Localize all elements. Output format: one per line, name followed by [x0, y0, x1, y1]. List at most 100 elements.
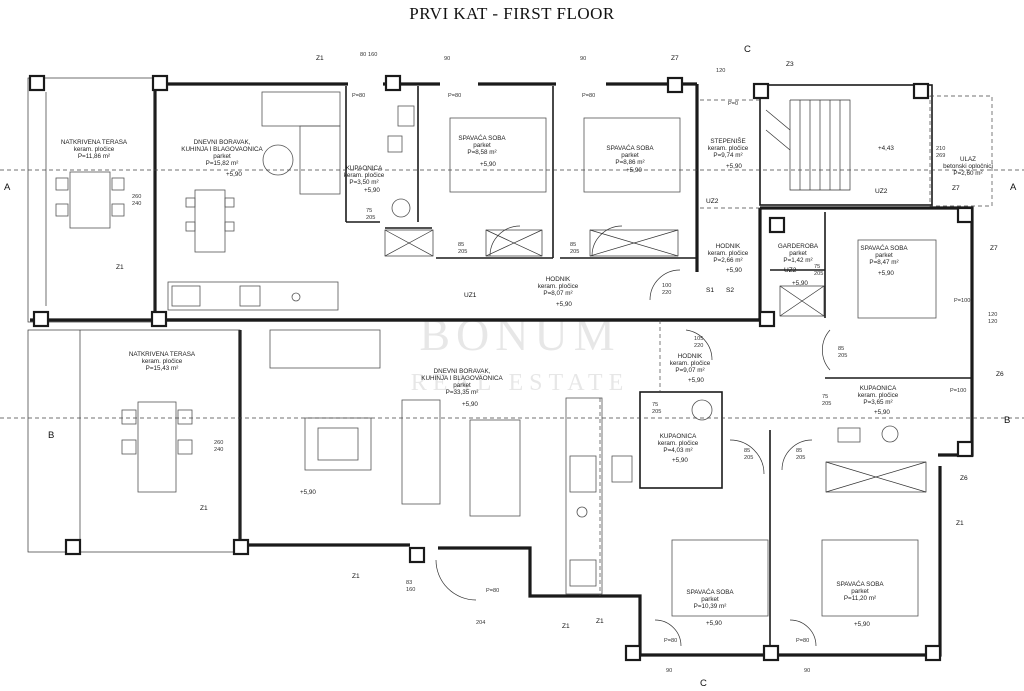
svg-text:A: A [1010, 182, 1017, 193]
svg-text:Z1: Z1 [956, 520, 964, 527]
svg-text:160: 160 [406, 587, 415, 593]
element-tags: Z1 Z7 Z3 Z1 UZ1 UZ2 UZ2 Z7 Z7 UZ2 S1 S2 … [116, 55, 1004, 630]
svg-text:B: B [48, 430, 54, 441]
svg-text:P=1,42 m²: P=1,42 m² [783, 257, 812, 264]
svg-text:205: 205 [366, 215, 375, 221]
svg-text:HODNIK: HODNIK [546, 276, 571, 283]
svg-text:240: 240 [132, 201, 141, 207]
svg-text:75: 75 [366, 208, 372, 214]
room-soba-3: SPAVAĆA SOBA parket P=8,47 m² +5,90 [860, 243, 908, 277]
svg-text:keram. pločice: keram. pločice [858, 392, 899, 399]
table-round-top [262, 144, 294, 176]
svg-text:keram. pločice: keram. pločice [658, 440, 699, 447]
room-garderoba: GARDEROBA parket P=1,42 m² +5,90 [778, 243, 819, 287]
svg-text:keram. pločice: keram. pločice [344, 172, 385, 179]
svg-text:P=9,07 m²: P=9,07 m² [675, 367, 704, 374]
dining-table-lower [469, 419, 521, 517]
svg-text:S1: S1 [706, 287, 714, 294]
svg-text:P=80: P=80 [796, 638, 809, 644]
svg-text:SPAVAĆA SOBA: SPAVAĆA SOBA [686, 587, 734, 596]
kitchen-counter-top [167, 281, 339, 311]
bed-room1 [449, 117, 547, 193]
room-terasa-2: NATKRIVENA TERASA keram. pločice P=15,43… [129, 351, 196, 372]
svg-text:betonski opločnici: betonski opločnici [943, 163, 993, 170]
svg-text:Z7: Z7 [671, 55, 679, 62]
svg-text:+5,90: +5,90 [874, 409, 890, 416]
svg-text:parket: parket [851, 588, 869, 595]
svg-text:P=8,86 m²: P=8,86 m² [615, 159, 644, 166]
wall-right-upper [760, 206, 974, 457]
svg-text:Z1: Z1 [352, 573, 360, 580]
svg-text:+5,90: +5,90 [726, 163, 742, 170]
svg-text:NATKRIVENA TERASA: NATKRIVENA TERASA [61, 139, 128, 146]
svg-text:parket: parket [789, 250, 807, 257]
svg-text:P=3,50 m²: P=3,50 m² [349, 179, 378, 186]
svg-text:C: C [744, 44, 751, 55]
svg-text:260: 260 [214, 440, 223, 446]
wardrobe-2 [485, 229, 543, 257]
room-boravak-2: DNEVNI BORAVAK, KUHINJA I BLAGOVAONICA p… [421, 368, 503, 408]
svg-text:+5,90: +5,90 [878, 270, 894, 277]
watermark-line1: BONUM [419, 309, 620, 360]
svg-text:105: 105 [694, 336, 703, 342]
bed-room5 [821, 539, 919, 617]
terrace-table-lower [137, 401, 177, 493]
svg-text:75: 75 [814, 264, 820, 270]
svg-text:P=100: P=100 [954, 298, 970, 304]
svg-text:P=10,39 m²: P=10,39 m² [694, 603, 727, 610]
room-kupaonica-1: KUPAONICA keram. pločice P=3,50 m² +5,90 [344, 165, 385, 194]
svg-text:220: 220 [662, 290, 671, 296]
svg-text:90: 90 [580, 56, 586, 62]
svg-text:SPAVAĆA SOBA: SPAVAĆA SOBA [836, 579, 884, 588]
room-stepenise: STEPENIŠE keram. pločice P=9,74 m² +5,90 [708, 136, 749, 170]
svg-text:P=0: P=0 [728, 101, 738, 107]
svg-text:+5,90: +5,90 [726, 267, 742, 274]
svg-text:205: 205 [744, 455, 753, 461]
svg-text:Z7: Z7 [952, 185, 960, 192]
svg-text:KUHINJA I BLAGOVAONICA: KUHINJA I BLAGOVAONICA [181, 146, 263, 153]
kitchen-counter-lower [565, 397, 603, 595]
svg-text:UZ2: UZ2 [706, 198, 719, 205]
svg-text:205: 205 [570, 249, 579, 255]
bed-room4 [671, 539, 769, 617]
svg-text:220: 220 [694, 343, 703, 349]
svg-text:+5,90: +5,90 [688, 377, 704, 384]
svg-text:120: 120 [988, 319, 997, 325]
svg-text:ULAZ: ULAZ [960, 156, 976, 163]
svg-text:P=2,66 m²: P=2,66 m² [713, 257, 742, 264]
room-hodnik-1: HODNIK keram. pločice P=8,07 m² +5,90 [538, 276, 579, 308]
svg-text:+5,90: +5,90 [556, 301, 572, 308]
svg-text:P=80: P=80 [582, 93, 595, 99]
svg-text:Z1: Z1 [596, 618, 604, 625]
svg-text:+5,90: +5,90 [226, 171, 242, 178]
svg-text:SPAVAĆA SOBA: SPAVAĆA SOBA [860, 243, 908, 252]
svg-text:S2: S2 [726, 287, 734, 294]
svg-text:85: 85 [744, 448, 750, 454]
sofa-top [261, 91, 341, 127]
svg-text:Z3: Z3 [786, 61, 794, 68]
svg-text:KUPAONICA: KUPAONICA [860, 385, 897, 392]
svg-text:KUPAONICA: KUPAONICA [346, 165, 383, 172]
dimension-labels: P=80 P=80 P=80 P=0 80 160 90 90 120 260 … [132, 52, 997, 674]
svg-text:Z6: Z6 [996, 371, 1004, 378]
axis-markers: A A B B C C [0, 44, 1024, 689]
svg-text:100: 100 [662, 283, 671, 289]
svg-text:P=15,82 m²: P=15,82 m² [206, 160, 239, 167]
svg-text:90: 90 [666, 668, 672, 674]
room-boravak-1: DNEVNI BORAVAK, KUHINJA I BLAGOVAONICA p… [181, 139, 263, 178]
svg-text:keram. pločice: keram. pločice [708, 145, 749, 152]
svg-text:260: 260 [132, 194, 141, 200]
svg-text:parket: parket [453, 382, 471, 389]
svg-text:parket: parket [473, 142, 491, 149]
svg-text:204: 204 [476, 620, 485, 626]
svg-text:HODNIK: HODNIK [678, 353, 703, 360]
room-soba-4: SPAVAĆA SOBA parket P=10,39 m² +5,90 [686, 587, 734, 627]
svg-text:+5,90: +5,90 [792, 280, 808, 287]
svg-text:205: 205 [796, 455, 805, 461]
svg-text:parket: parket [701, 596, 719, 603]
svg-text:KUHINJA I BLAGOVAONICA: KUHINJA I BLAGOVAONICA [421, 375, 503, 382]
svg-text:205: 205 [652, 409, 661, 415]
svg-text:210: 210 [936, 146, 945, 152]
svg-text:Z1: Z1 [562, 623, 570, 630]
